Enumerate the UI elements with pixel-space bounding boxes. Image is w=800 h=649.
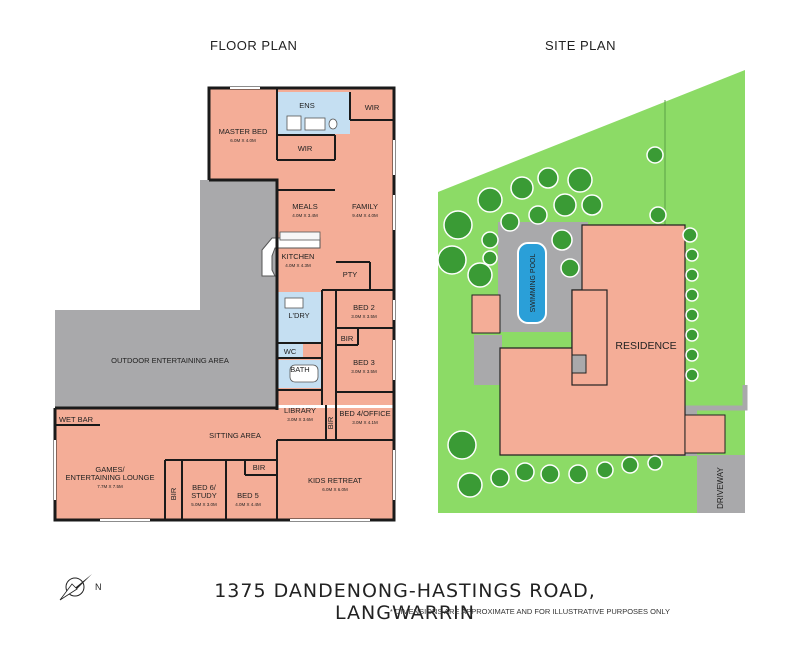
wc-label: WC xyxy=(284,347,297,356)
meals-label: MEALS xyxy=(292,202,317,211)
bed4-dims: 3.0M X 4.1M xyxy=(352,420,378,425)
shed xyxy=(471,294,501,334)
library-label: LIBRARY xyxy=(284,406,316,415)
compass-north-label: N xyxy=(95,582,102,592)
games-label-2: ENTERTAINING LOUNGE xyxy=(66,473,155,482)
wc-room xyxy=(277,343,303,358)
bed6-label-1: BED 6/ xyxy=(192,483,217,492)
bath-label: BATH xyxy=(290,365,309,374)
driveway-label: DRIVEWAY xyxy=(716,466,725,508)
swimming-pool xyxy=(517,242,547,324)
ens-label: ENS xyxy=(299,101,314,110)
ensuite-toilet xyxy=(328,118,338,130)
bir-bed5-label: BIR xyxy=(253,463,266,472)
bir-bed6-label: BIR xyxy=(169,487,178,500)
bed4-label: BED 4/OFFICE xyxy=(339,409,390,418)
kids-retreat-dims: 6.0M X 6.0M xyxy=(322,487,348,492)
pty-label: PTY xyxy=(343,270,358,279)
family-label: FAMILY xyxy=(352,202,378,211)
pool-label: SWIMMING POOL xyxy=(530,254,537,313)
ensuite-shower xyxy=(286,115,302,131)
property-address: 1375 DANDENONG-HASTINGS ROAD, LANGWARRIN xyxy=(214,580,596,624)
bed3-dims: 3.0M X 3.5M xyxy=(351,369,377,374)
games-label-1: GAMES/ xyxy=(95,465,125,474)
bed2-dims: 3.0M X 3.5M xyxy=(351,314,377,319)
meals-dims: 4.0M X 3.4M xyxy=(292,213,318,218)
residence-label: RESIDENCE xyxy=(615,340,676,352)
sitting-area-label: SITTING AREA xyxy=(209,431,261,440)
site-plan-heading: SITE PLAN xyxy=(545,38,616,53)
compass-icon: N xyxy=(59,574,102,601)
bed5-label: BED 5 xyxy=(237,491,259,500)
bed6-label-2: STUDY xyxy=(191,491,216,500)
wir-top-label: WIR xyxy=(365,103,380,112)
bed5-dims: 4.0M X 4.4M xyxy=(235,502,261,507)
laundry-tub xyxy=(284,297,304,309)
bath-tub xyxy=(289,364,319,383)
master-bed-dims: 6.0M X 4.0M xyxy=(230,138,256,143)
outdoor-entertaining-area xyxy=(55,180,277,408)
ensuite-vanity xyxy=(304,117,326,131)
garage xyxy=(684,414,726,454)
bir-bed3-label: BIR xyxy=(341,334,354,343)
wet-bar-label: WET BAR xyxy=(59,415,94,424)
family-dims: 9.4M X 4.0M xyxy=(352,213,378,218)
ldry-label: L'DRY xyxy=(288,311,309,320)
kids-retreat-label: KIDS RETREAT xyxy=(308,476,362,485)
outdoor-label: OUTDOOR ENTERTAINING AREA xyxy=(111,356,229,365)
bir-bed4-label: BIR xyxy=(326,416,335,429)
kitchen-bench xyxy=(279,231,321,241)
wir-master-label: WIR xyxy=(298,144,313,153)
bed3-label: BED 3 xyxy=(353,358,375,367)
master-bed-label: MASTER BED xyxy=(219,127,268,136)
disclaimer-text: * DIMENSIONS ARE APPROXIMATE AND FOR ILL… xyxy=(389,607,670,616)
kitchen-dims: 4.0M X 4.3M xyxy=(285,263,311,268)
library-dims: 3.0M X 3.6M xyxy=(287,417,313,422)
kitchen-label: KITCHEN xyxy=(282,252,315,261)
games-dims: 7.7M X 7.5M xyxy=(97,484,123,489)
bed2-label: BED 2 xyxy=(353,303,375,312)
driveway xyxy=(697,455,745,513)
floor-plan-heading: FLOOR PLAN xyxy=(210,38,298,53)
bed6-dims: 5.0M X 3.0M xyxy=(191,502,217,507)
